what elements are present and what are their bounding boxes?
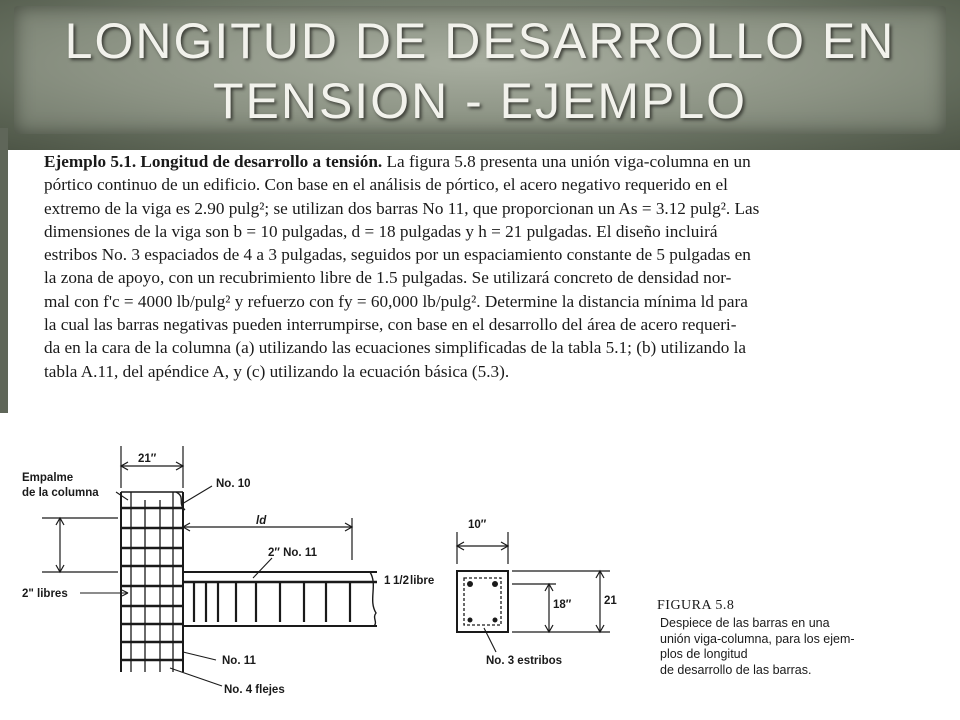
example-line-7: mal con f'c = 4000 lb/pulg² y refuerzo c… [44,291,748,311]
example-line-3: extremo de la viga es 2.90 pulg²; se uti… [44,198,760,218]
dim-21-right: 21 [604,595,617,607]
caption-line-1: Despiece de las barras en una [660,616,830,630]
dim-10: 10″ [468,519,487,531]
figure-caption: Despiece de las barras en una unión viga… [660,616,855,678]
example-line-8: la cual las barras negativas pueden inte… [44,315,737,335]
label-empalme-2: de la columna [22,487,99,499]
slide-title-line-2: TENSION - EJEMPLO [212,73,748,129]
label-no4-flejes: No. 4 flejes [224,684,285,696]
example-line-2: pórtico continuo de un edificio. Con bas… [44,175,728,195]
example-line-1: Ejemplo 5.1. Longitud de desarrollo a te… [44,150,928,173]
label-no11: No. 11 [222,655,256,667]
caption-line-3: plos de longitud [660,647,748,661]
example-line-9: da en la cara de la columna (a) utilizan… [44,338,747,358]
dim-18: 18″ [553,599,572,611]
label-libre-word: libre [410,575,434,587]
example-line-6: la zona de apoyo, con un recubrimiento l… [44,268,732,288]
label-ld: ld [256,515,267,527]
label-libre-num: 1 [384,575,391,587]
example-heading: Ejemplo 5.1. Longitud de desarrollo a te… [44,152,383,171]
dim-21-top: 21″ [138,453,157,465]
label-2libres: 2" libres [22,588,68,600]
beam-column-diagram: 21″ Empalme de la columna No. 10 ld 2″ N… [22,446,617,696]
title-banner: LONGITUD DE DESARROLLO EN TENSION - EJEM… [0,0,960,150]
example-line-1-rest: La figura 5.8 presenta una unión viga-co… [382,152,751,171]
label-libre-frac: 1/2 [393,575,409,587]
example-line-4: dimensiones de la viga son b = 10 pulgad… [44,221,718,241]
title-banner-panel [14,6,946,134]
figure-title: FIGURA 5.8 [657,598,735,613]
example-text: Ejemplo 5.1. Longitud de desarrollo a te… [44,150,928,383]
example-line-5: estribos No. 3 espaciados de 4 a 3 pulga… [44,245,751,265]
label-no10: No. 10 [216,478,251,490]
left-edge-bar [0,128,8,413]
example-line-10: tabla A.11, del apéndice A, y (c) utiliz… [44,361,510,381]
label-empalme-1: Empalme [22,472,73,484]
label-2no11: 2″ No. 11 [268,547,318,559]
caption-line-2: unión viga-columna, para los ejem- [660,631,855,646]
caption-line-4: de desarrollo de las barras. [660,662,812,677]
label-no3-estribos: No. 3 estribos [486,655,562,667]
slide-title-line-1: LONGITUD DE DESARROLLO EN [64,13,896,69]
